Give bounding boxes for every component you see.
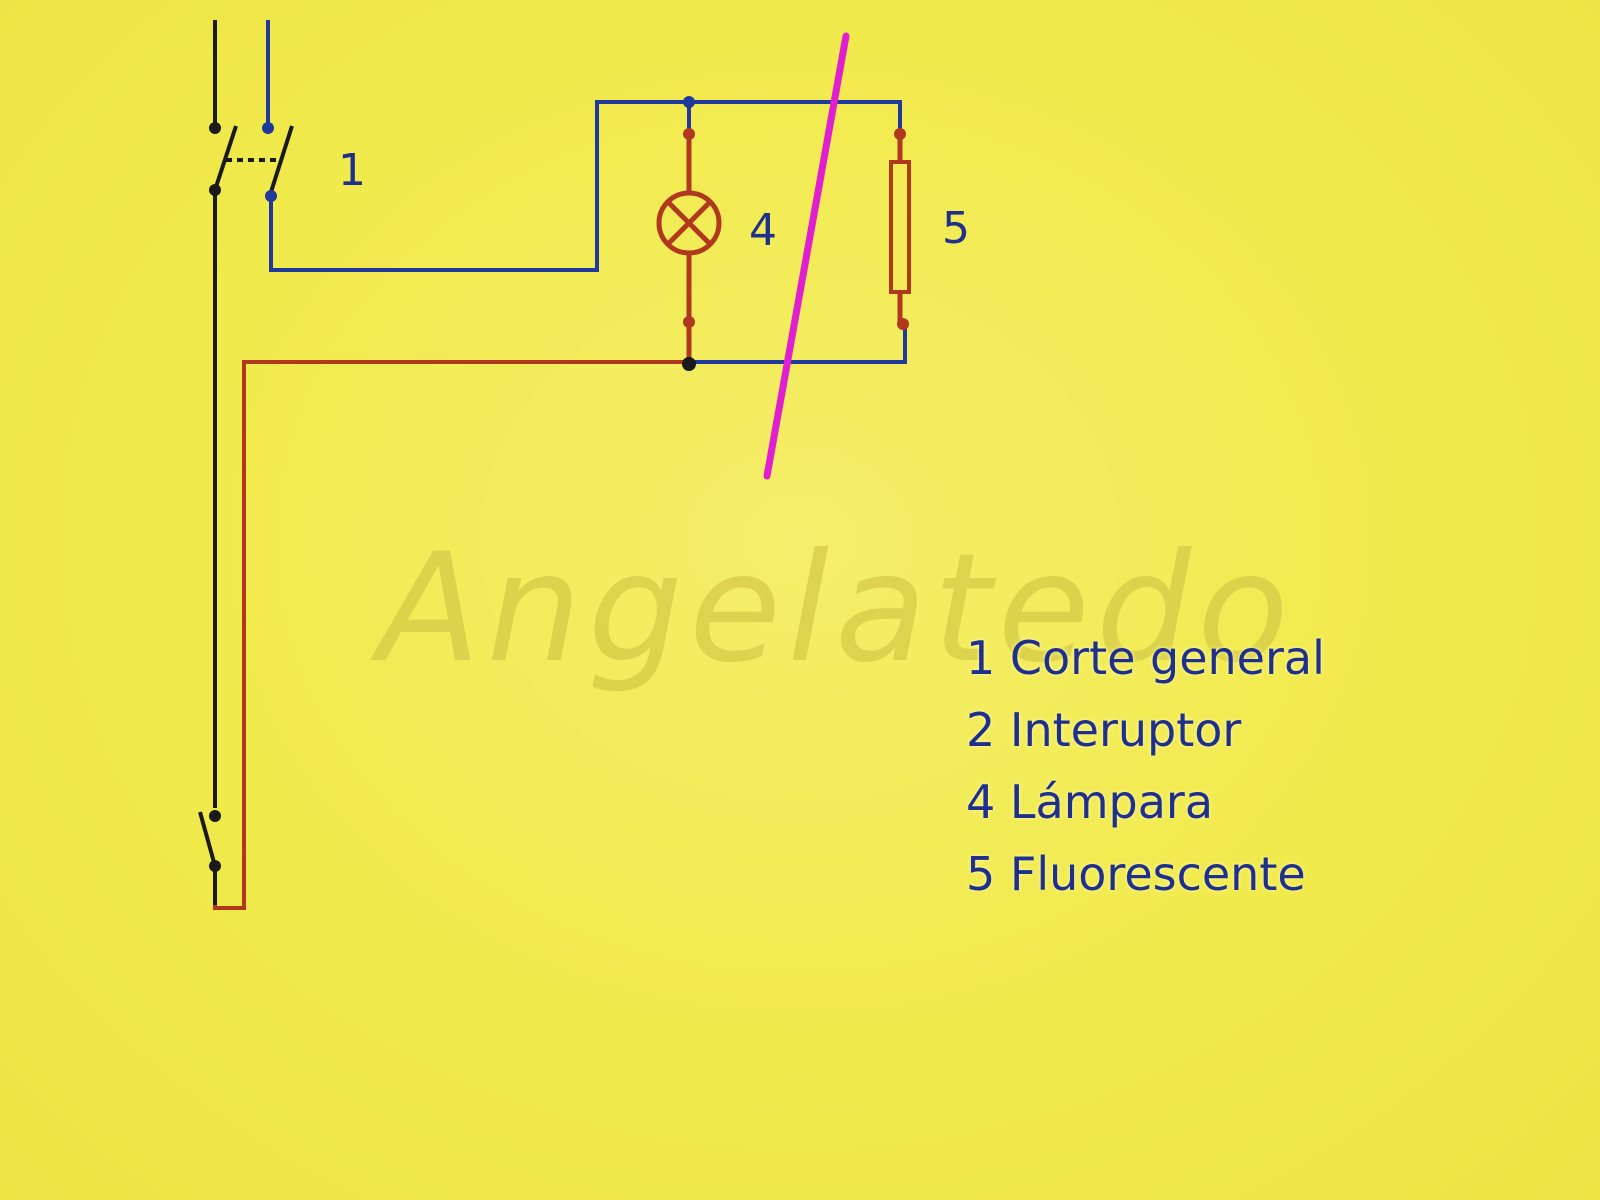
- main-switch-label: 1: [338, 145, 366, 196]
- fluorescent-label: 5: [942, 203, 970, 254]
- cut-line: [763, 32, 850, 480]
- return-wire-brown: [213, 360, 689, 910]
- legend: 1 Corte general 2 Interuptor 4 Lámpara 5…: [966, 622, 1325, 910]
- bottom-bus-wire: [689, 324, 907, 364]
- legend-item: 4 Lámpara: [966, 775, 1214, 829]
- legend-item: 5 Fluorescente: [966, 847, 1306, 901]
- lamp-label: 4: [749, 205, 777, 256]
- legend-item: 2 Interuptor: [966, 703, 1242, 757]
- watermark-text: Angelatedo: [370, 522, 1295, 696]
- main-switch-symbol: [209, 122, 294, 202]
- legend-item: 1 Corte general: [966, 631, 1325, 685]
- lamp-symbol: [656, 190, 722, 256]
- fluorescent-tube-symbol: [889, 160, 911, 294]
- junction-dots: [682, 96, 909, 371]
- light-switch-symbol: [198, 810, 221, 905]
